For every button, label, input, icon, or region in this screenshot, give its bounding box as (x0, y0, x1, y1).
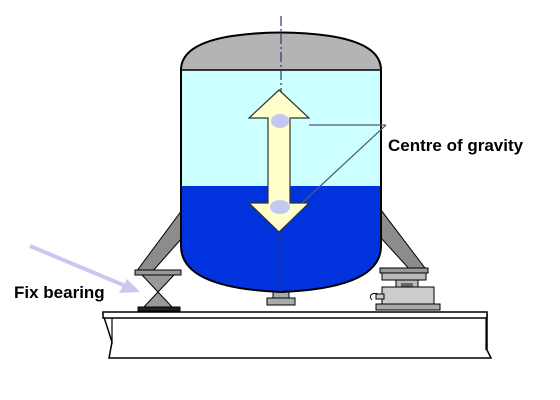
cog-marker-upper (271, 114, 289, 128)
leader-line-lower (301, 124, 387, 204)
centre-of-gravity-label: Centre of gravity (388, 136, 524, 155)
cog-marker-lower (270, 200, 290, 214)
cog-shift-arrow (247, 89, 311, 233)
left-support-leg (135, 208, 183, 273)
load-cell-right (369, 267, 441, 311)
tank-lid (181, 32, 381, 70)
base-beam (101, 311, 493, 359)
right-support-leg (380, 208, 430, 273)
fix-bearing-left (134, 269, 182, 312)
fix-bearing-label: Fix bearing (14, 283, 105, 302)
bottom-nozzle (266, 291, 296, 306)
fix-bearing-pointer-arrow (29, 244, 140, 293)
